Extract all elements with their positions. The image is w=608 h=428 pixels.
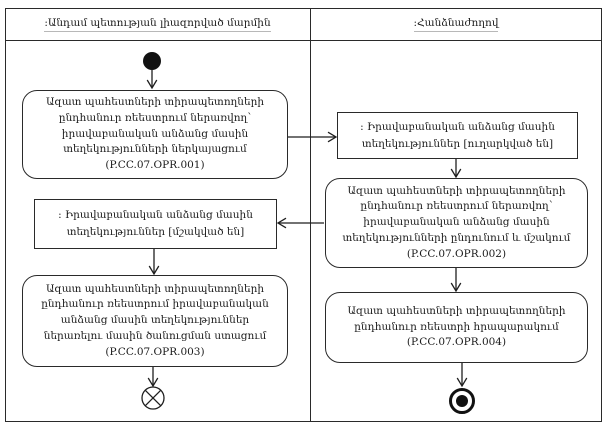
object-info-processed: : Իրավաբանական անձանց մասին տեղեկություն… bbox=[34, 199, 277, 249]
action-opr002: Ազատ պահեստների տիրապետողների ընդհանուր … bbox=[325, 178, 588, 268]
lane-title: :Անդամ պետության լիազորված մարմին bbox=[44, 17, 271, 32]
action-opr003: Ազատ պահեստների տիրապետողների ընդհանուր … bbox=[22, 275, 288, 367]
lane-title: :Հանձնաժողով bbox=[413, 17, 499, 32]
lane-header-divider bbox=[5, 40, 602, 41]
object-label: : Իրավաբանական անձանց մասին տեղեկություն… bbox=[58, 209, 253, 238]
lane-header-commission: :Հանձնաժողով bbox=[312, 9, 600, 39]
action-label: Ազատ պահեստների տիրապետողների ընդհանուր … bbox=[45, 96, 264, 172]
diagram-frame bbox=[5, 8, 602, 422]
action-label: Ազատ պահեստների տիրապետողների ընդհանուր … bbox=[41, 282, 269, 358]
object-label: : Իրավաբանական անձանց մասին տեղեկություն… bbox=[360, 120, 555, 150]
action-opr001: Ազատ պահեստների տիրապետողների ընդհանուր … bbox=[22, 90, 288, 179]
object-info-sent: : Իրավաբանական անձանց մասին տեղեկություն… bbox=[337, 112, 578, 159]
action-opr004: Ազատ պահեստների տիրապետողների ընդհանուր … bbox=[325, 292, 588, 363]
action-label: Ազատ պահեստների տիրապետողների ընդհանուր … bbox=[347, 304, 566, 349]
action-label: Ազատ պահեստների տիրապետողների ընդհանուր … bbox=[342, 184, 571, 260]
lane-header-member-state: :Անդամ պետության լիազորված մարմին bbox=[6, 9, 309, 39]
swimlane-divider bbox=[310, 8, 311, 421]
